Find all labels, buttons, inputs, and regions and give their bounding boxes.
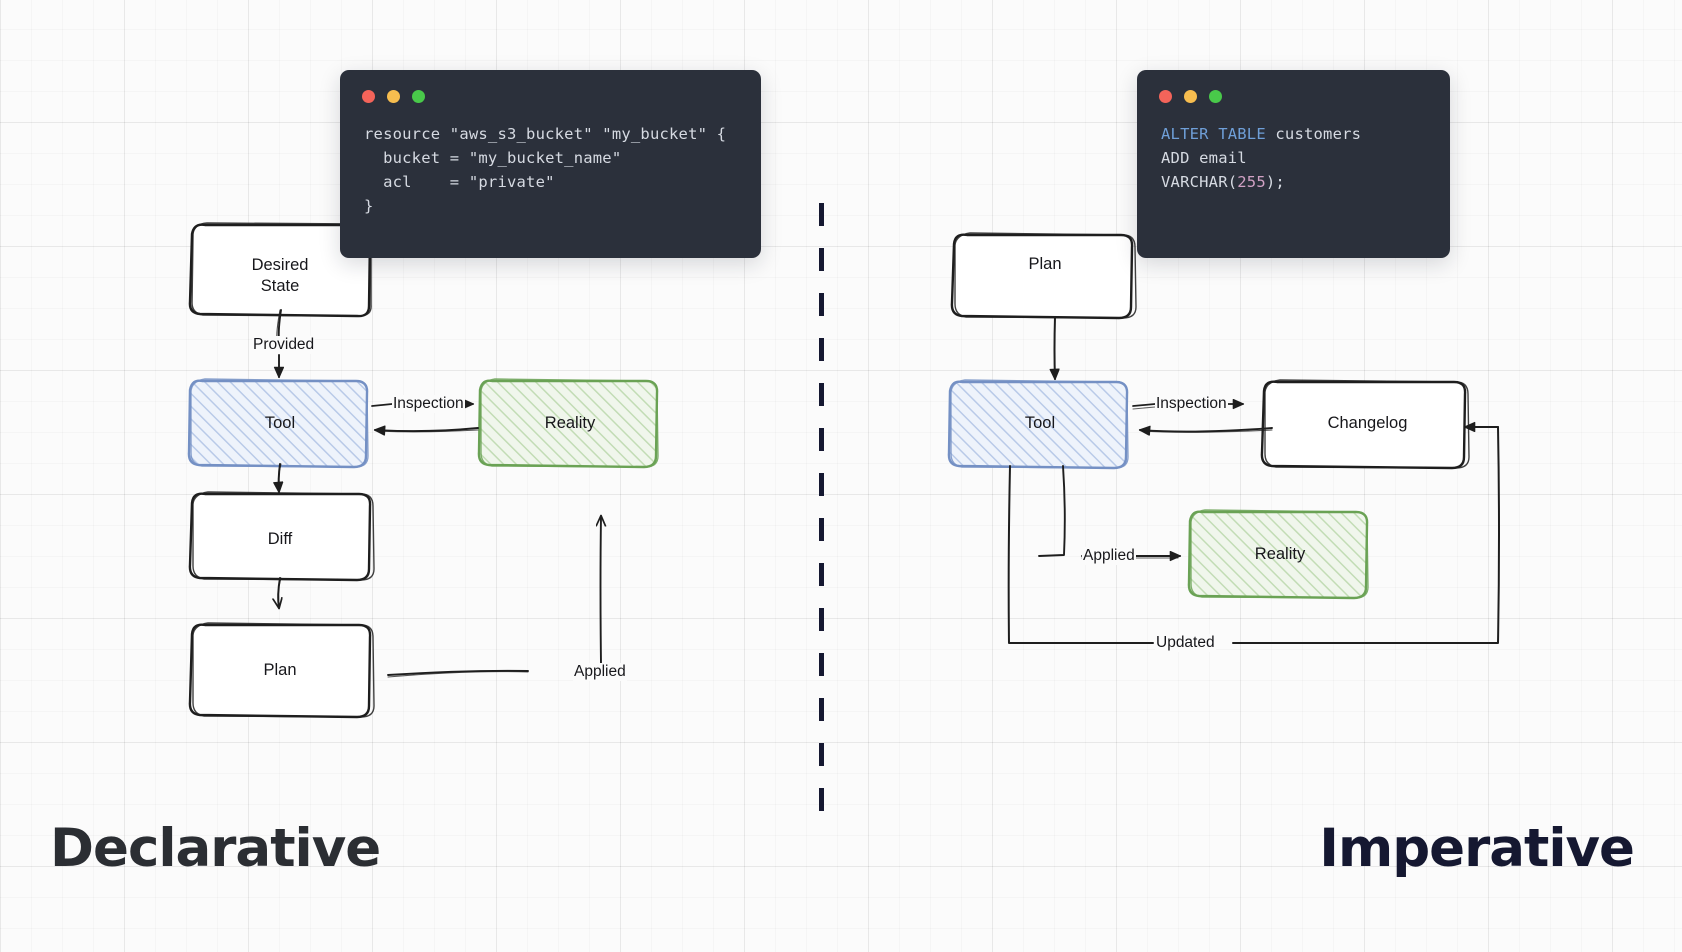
edge-label-applied-left: Applied <box>573 663 627 681</box>
node-plan-right <box>950 232 1137 320</box>
node-tool-right <box>947 379 1129 470</box>
node-plan-left <box>188 622 375 719</box>
code-line-1: resource "aws_s3_bucket" "my_bucket" { <box>364 125 727 143</box>
code-content-sql: ALTER TABLE customers ADD email VARCHAR(… <box>1137 70 1450 220</box>
edge-diff-to-plan <box>278 577 281 608</box>
minimize-icon[interactable] <box>1184 90 1197 103</box>
traffic-lights-right <box>1159 90 1222 103</box>
code-window-declarative: resource "aws_s3_bucket" "my_bucket" { b… <box>340 70 761 258</box>
edge-label-applied-right: Applied <box>1082 547 1136 565</box>
edge-label-inspection-right: Inspection <box>1155 395 1228 413</box>
maximize-icon[interactable] <box>1209 90 1222 103</box>
close-icon[interactable] <box>1159 90 1172 103</box>
title-imperative: Imperative <box>1319 818 1635 879</box>
minimize-icon[interactable] <box>387 90 400 103</box>
edge-changelog-to-tool <box>1140 428 1273 432</box>
code-line-2: bucket = "my_bucket_name" <box>364 149 622 167</box>
sql-varchar-open: VARCHAR( <box>1161 173 1238 191</box>
edge-updated <box>1007 427 1500 644</box>
code-line-3: acl = "private" <box>364 173 555 191</box>
edge-tool-to-diff-left <box>278 463 281 492</box>
code-line-4: } <box>364 197 374 215</box>
sql-table-name: customers <box>1265 125 1362 143</box>
sql-keyword-alter-table: ALTER TABLE <box>1161 125 1266 143</box>
edge-applied-left <box>387 516 601 678</box>
maximize-icon[interactable] <box>412 90 425 103</box>
close-icon[interactable] <box>362 90 375 103</box>
code-window-imperative: ALTER TABLE customers ADD email VARCHAR(… <box>1137 70 1450 258</box>
edge-label-provided: Provided <box>252 336 316 354</box>
sql-varchar-close: ); <box>1265 173 1285 191</box>
traffic-lights-left <box>362 90 425 103</box>
title-declarative: Declarative <box>50 818 381 879</box>
node-reality-left <box>477 378 659 469</box>
node-tool-left <box>187 378 369 469</box>
node-diff <box>188 491 375 582</box>
node-reality-right <box>1187 509 1369 600</box>
node-changelog <box>1260 379 1470 470</box>
vertical-dashed-divider <box>819 203 824 831</box>
edge-reality-to-tool-left <box>375 428 479 432</box>
sql-number-255: 255 <box>1237 173 1266 191</box>
edge-plan-to-tool-right <box>1055 316 1056 379</box>
edge-label-inspection-left: Inspection <box>392 395 465 413</box>
code-content-hcl: resource "aws_s3_bucket" "my_bucket" { b… <box>340 70 761 244</box>
edge-label-updated: Updated <box>1155 634 1216 652</box>
edge-applied-right <box>1038 465 1180 558</box>
sql-line-add: ADD email <box>1161 149 1247 167</box>
